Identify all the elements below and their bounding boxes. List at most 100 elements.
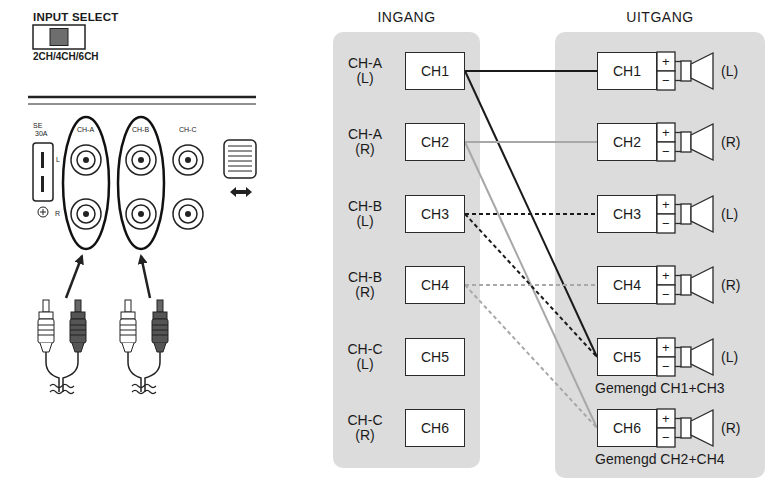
screw — [38, 207, 48, 217]
terminal-polarity: − — [662, 360, 670, 374]
panel-ground — [333, 32, 480, 468]
signal-line — [465, 214, 597, 357]
channel-box: CH5 — [405, 338, 465, 376]
speaker-side: (R) — [721, 277, 740, 293]
speaker-side: (L) — [721, 63, 738, 79]
speaker-symbol — [657, 195, 713, 233]
terminal-polarity: + — [662, 198, 670, 212]
connector-block — [224, 140, 256, 178]
highlight-ellipse — [118, 117, 164, 249]
channel-label: CH5 — [613, 349, 641, 365]
switch-label: INPUT SELECT — [33, 11, 118, 24]
panel-print: L — [56, 156, 60, 164]
input-name: CH-C (L) — [341, 342, 389, 372]
panel-print: CH-C — [179, 126, 197, 134]
mix-note: Gemengd CH1+CH3 — [595, 380, 725, 396]
panel-ground — [555, 32, 765, 478]
channel-box: CH2 — [597, 123, 657, 161]
signal-line — [465, 142, 597, 428]
input-name: CH-A (R) — [341, 127, 389, 157]
channel-box: CH1 — [597, 52, 657, 90]
channel-label: CH1 — [421, 63, 449, 79]
double-arrow-symbol — [230, 187, 252, 197]
channel-label: CH4 — [421, 277, 449, 293]
switch-positions: 2CH/4CH/6CH — [33, 51, 99, 63]
signal-line — [465, 285, 597, 428]
channel-label: CH6 — [613, 420, 641, 436]
channel-box: CH3 — [405, 195, 465, 233]
terminal-polarity: + — [662, 126, 670, 140]
terminal-polarity: − — [662, 288, 670, 302]
signal-line — [465, 284, 597, 286]
panel-print: CH-A — [77, 126, 94, 134]
signal-line — [465, 213, 597, 215]
speaker-symbol — [657, 52, 713, 90]
channel-box: CH1 — [405, 52, 465, 90]
channel-label: CH3 — [613, 206, 641, 222]
channel-panel: INGANGCH1CH2CH3CH4CH5CH6 — [333, 8, 480, 468]
channel-box: CH4 — [405, 266, 465, 304]
input-name: CH-B (R) — [341, 270, 389, 300]
signal-line — [465, 141, 597, 143]
screw — [40, 209, 46, 215]
switch-slider — [50, 29, 68, 46]
channel-box: CH4 — [597, 266, 657, 304]
input-name: CH-C (R) — [341, 413, 389, 443]
signal-line — [465, 70, 597, 72]
panel-edge — [28, 104, 256, 105]
panel-print: SE — [33, 122, 42, 130]
fuse-slot — [41, 176, 44, 192]
speaker-side: (R) — [721, 134, 740, 150]
terminal-polarity: − — [662, 217, 670, 231]
speaker-symbol — [657, 266, 713, 304]
fuse-slot — [41, 152, 44, 168]
speaker-side: (L) — [721, 206, 738, 222]
channel-label: CH6 — [421, 420, 449, 436]
mix-note: Gemengd CH2+CH4 — [595, 451, 725, 467]
terminal-polarity: − — [662, 431, 670, 445]
connectors — [465, 71, 597, 428]
channel-label: CH1 — [613, 63, 641, 79]
cable-break — [50, 385, 156, 394]
rca-plug-light — [120, 300, 136, 352]
input-name: CH-B (L) — [341, 199, 389, 229]
speaker-symbol — [657, 338, 713, 376]
terminal-polarity: + — [662, 269, 670, 283]
rca-plug-dark — [152, 300, 168, 352]
panel-fills — [333, 32, 765, 478]
panel-print: R — [55, 210, 60, 218]
input-name: CH-A (L) — [341, 56, 389, 86]
fuse-holder — [33, 143, 53, 201]
panel-print: CH-B — [132, 126, 149, 134]
channel-label: CH5 — [421, 349, 449, 365]
channel-box: CH3 — [597, 195, 657, 233]
terminal-polarity: − — [662, 145, 670, 159]
terminal-polarity: + — [662, 55, 670, 69]
channel-box: CH6 — [597, 409, 657, 447]
jack-pin — [83, 157, 191, 217]
cable — [46, 352, 160, 392]
signal-line — [465, 71, 597, 357]
channel-label: CH2 — [613, 134, 641, 150]
connector-ribs — [228, 146, 252, 171]
highlight-ellipse — [63, 117, 109, 249]
pointer-arrow — [66, 256, 82, 298]
channel-label: CH2 — [421, 134, 449, 150]
channel-label: CH4 — [613, 277, 641, 293]
speaker-side: (R) — [721, 420, 740, 436]
rca-plug-dark — [70, 300, 86, 352]
terminal-polarity: − — [662, 74, 670, 88]
channel-box: CH6 — [405, 409, 465, 447]
pointer-arrow — [141, 256, 150, 298]
terminal-polarity: + — [662, 341, 670, 355]
channel-box: CH5 — [597, 338, 657, 376]
switch-housing — [33, 25, 85, 49]
channel-box: CH2 — [405, 123, 465, 161]
speaker-side: (L) — [721, 349, 738, 365]
speaker-symbol — [657, 123, 713, 161]
terminal-polarity: + — [662, 412, 670, 426]
channel-label: CH3 — [421, 206, 449, 222]
panel-print: 30A — [35, 130, 47, 138]
panel-edge — [28, 96, 256, 99]
